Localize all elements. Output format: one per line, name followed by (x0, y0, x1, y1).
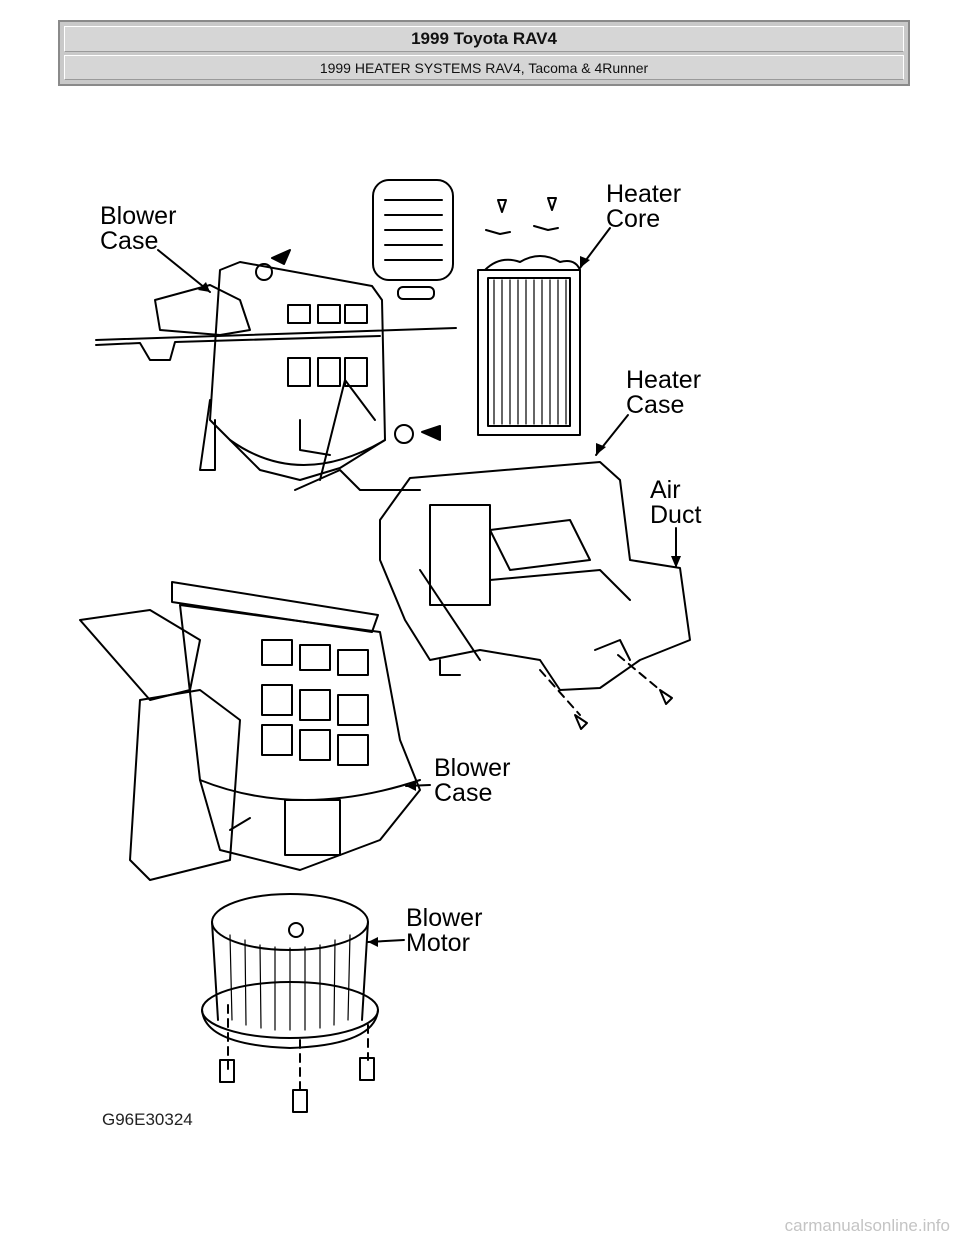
screws-mid-drawing (574, 689, 673, 730)
label-blower-case-mid: Blower Case (434, 754, 511, 807)
blower-case-upper-drawing (95, 249, 457, 491)
label-blower-motor: Blower Motor (406, 904, 483, 957)
screws-top-drawing (485, 197, 559, 235)
figure-id: G96E30324 (102, 1110, 193, 1129)
blower-motor-drawing (201, 893, 379, 1113)
vent-register-drawing (372, 179, 454, 300)
label-heater-case: Heater Case (626, 366, 702, 419)
watermark: carmanualsonline.info (784, 1216, 950, 1235)
label-heater-core: Heater Core (606, 180, 682, 233)
screw-lines-drawing (227, 654, 661, 1091)
heater-core-drawing (477, 255, 581, 436)
document-header: 1999 Toyota RAV4 1999 HEATER SYSTEMS RAV… (58, 20, 910, 86)
page-title: 1999 Toyota RAV4 (64, 26, 904, 52)
blower-case-lower-drawing (79, 581, 421, 881)
label-blower-case-top: Blower Case (100, 202, 177, 255)
label-air-duct: Air Duct (650, 476, 702, 529)
page-subtitle: 1999 HEATER SYSTEMS RAV4, Tacoma & 4Runn… (64, 55, 904, 80)
heater-case-drawing (379, 461, 691, 691)
